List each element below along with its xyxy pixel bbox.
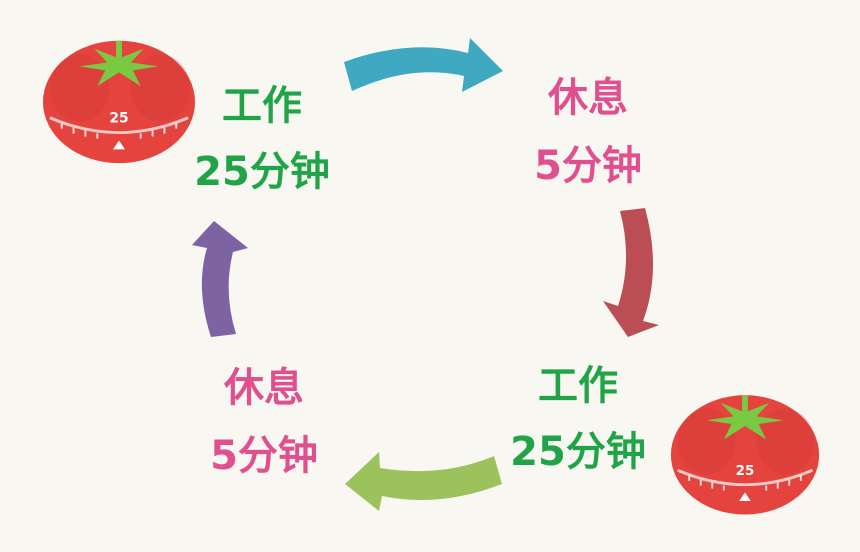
tomato-dial-pointer	[113, 140, 125, 150]
tomato-lobe-left	[677, 408, 736, 475]
step-title: 工作	[538, 363, 618, 409]
tomato-leaf-icon	[706, 402, 784, 440]
step-duration: 25分钟	[510, 429, 646, 475]
tomato-dial-ring	[677, 468, 813, 487]
tomato-timer-icon: 25	[42, 40, 196, 164]
tomato-timer-icon: 25	[670, 395, 820, 515]
step-title: 休息	[548, 75, 628, 121]
tomato-body	[42, 40, 196, 164]
step-duration: 25分钟	[194, 149, 330, 195]
arrow-right	[603, 208, 659, 337]
tomato-dial-number: 25	[109, 111, 128, 127]
tomato-dial-number: 25	[736, 463, 755, 479]
tomato-lobe-left	[49, 54, 110, 122]
arrow-bottom	[345, 452, 502, 511]
tomato-dial-ring	[49, 116, 189, 134]
step-rest-bottom: 休息 5分钟	[188, 368, 340, 476]
step-duration: 5分钟	[210, 433, 318, 479]
tomato-body	[670, 395, 820, 515]
tomato-stem	[116, 40, 122, 63]
tomato-stem	[742, 395, 748, 417]
arrow-left	[192, 221, 248, 337]
tomato-lobe-right	[130, 54, 191, 122]
tomato-leaf-icon	[79, 48, 159, 87]
step-title: 工作	[222, 83, 302, 129]
arrow-top	[344, 38, 503, 92]
step-work-top: 工作 25分钟	[186, 86, 338, 192]
tomato-dial-ticks	[60, 122, 178, 139]
tomato-dial-ticks	[688, 475, 802, 491]
step-title: 休息	[224, 365, 304, 411]
step-work-bottom: 工作 25分钟	[497, 366, 659, 472]
step-rest-top: 休息 5分钟	[512, 78, 664, 186]
step-duration: 5分钟	[534, 143, 642, 189]
tomato-dial-pointer	[739, 492, 751, 502]
tomato-lobe-right	[756, 408, 815, 475]
